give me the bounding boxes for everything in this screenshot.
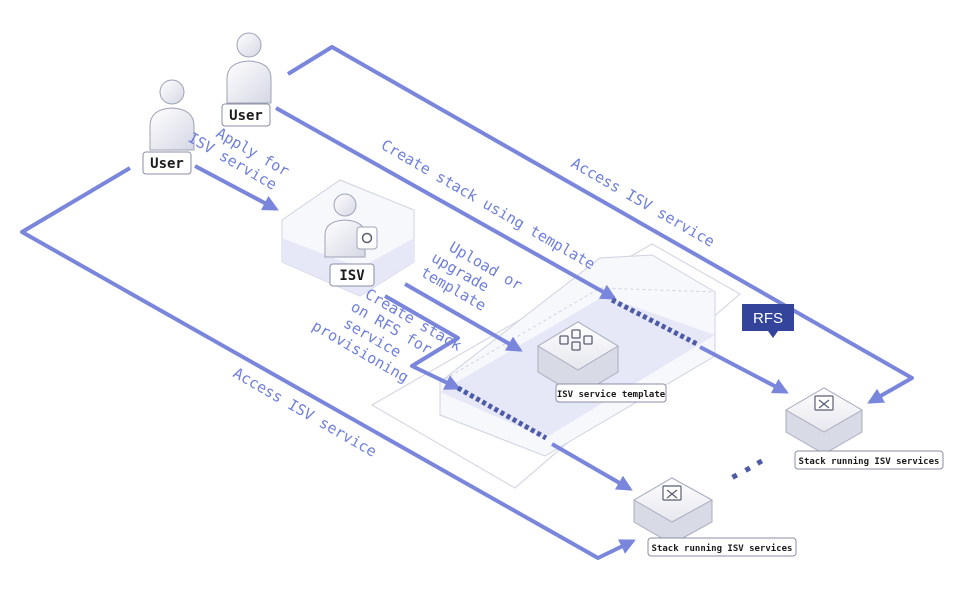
label-upload: Upload or upgrade template	[418, 238, 526, 315]
document-stack-icon	[662, 485, 682, 501]
stack-bottom-label-box	[647, 537, 797, 557]
flow-rfs-to-stack-bottom	[551, 442, 633, 491]
person-icon	[149, 79, 195, 151]
user-top: User	[221, 32, 272, 127]
rfs-label: RFS	[753, 310, 783, 327]
flow-lines	[20, 45, 914, 560]
flow-upload	[404, 282, 523, 352]
user-top-label-box	[221, 103, 271, 127]
user-left: User	[142, 79, 195, 175]
flow-rfs-to-stack-right	[699, 345, 789, 394]
stack-right: Stack running ISV services	[785, 387, 944, 470]
isv-label: ISV	[339, 268, 365, 284]
label-access-bottom: Access ISV service	[230, 364, 380, 461]
more-stacks-dots	[731, 458, 764, 480]
user-left-label: User	[150, 156, 184, 172]
dock-marker-bottom	[456, 385, 548, 441]
template-node: ISV service template	[537, 321, 667, 403]
template-label-box	[555, 383, 667, 403]
person-with-gear-icon	[324, 193, 378, 258]
user-left-label-box	[142, 151, 192, 175]
label-access-top: Access ISV service	[568, 154, 718, 251]
rfs-badge: RFS	[742, 304, 794, 338]
isv-label-box	[329, 263, 375, 287]
stack-right-label: Stack running ISV services	[799, 456, 940, 467]
grid-icon	[559, 329, 593, 351]
stack-right-label-box	[794, 450, 944, 470]
stack-bottom-label: Stack running ISV services	[652, 543, 793, 554]
flow-create-on-rfs	[384, 294, 461, 390]
flow-create-using-template	[275, 106, 617, 300]
user-top-label: User	[229, 108, 263, 124]
document-stack-icon	[814, 395, 834, 411]
isv-node: ISV	[281, 179, 415, 297]
dock-marker-top	[610, 297, 699, 347]
stack-bottom: Stack running ISV services	[633, 477, 797, 557]
flow-access-bottom	[20, 166, 636, 560]
flow-apply	[194, 164, 279, 211]
person-icon	[226, 32, 272, 104]
flow-access-top	[286, 45, 914, 404]
template-label: ISV service template	[557, 389, 666, 400]
